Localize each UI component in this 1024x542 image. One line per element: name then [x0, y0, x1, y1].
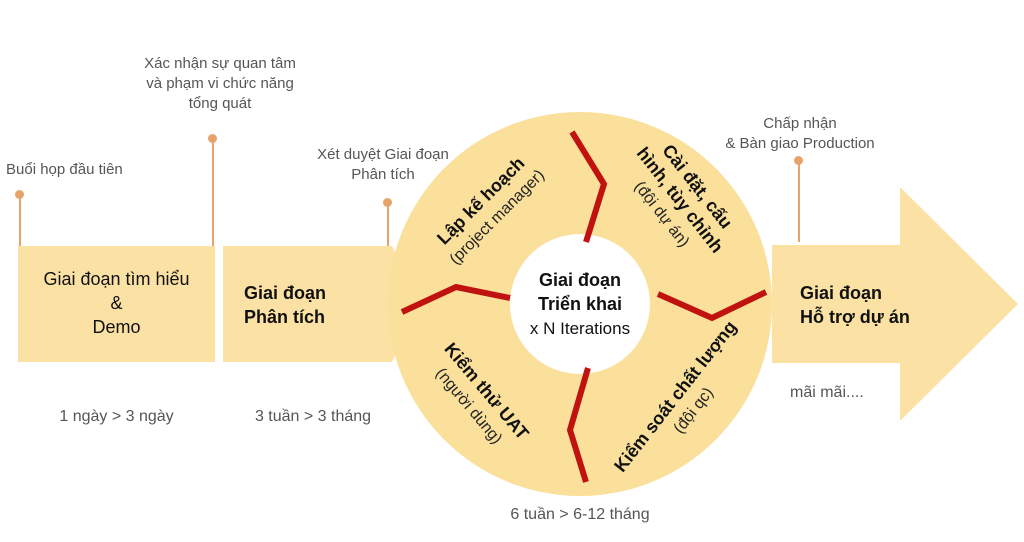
- note-review-analysis-line-2: Phân tích: [351, 166, 415, 183]
- note-review-analysis-line-1: Xét duyệt Giai đoạn: [317, 146, 449, 163]
- divider-right: [656, 289, 768, 322]
- pin-dot-first-meeting: [15, 190, 24, 199]
- pin-dot-review-analysis: [383, 198, 392, 207]
- pin-confirm-interest: [212, 140, 214, 246]
- pin-first-meeting: [19, 198, 21, 246]
- phase-support-arrow: [772, 187, 1018, 421]
- phase-analysis-shape: [223, 246, 420, 362]
- duration-deployment: 6 tuần > 6-12 tháng: [510, 506, 650, 523]
- phase-analysis-line-2: Phân tích: [244, 307, 326, 327]
- note-accept-handover: Chấp nhận & Bàn giao Production: [700, 114, 900, 154]
- note-first-meeting: Buổi họp đầu tiên: [6, 161, 123, 178]
- phase-discovery-line-3: Demo: [92, 317, 141, 337]
- phase-discovery-box: [18, 246, 215, 362]
- phase-analysis-line-1: Giai đoạn: [244, 283, 327, 303]
- note-confirm-interest-line-2: và phạm vi chức năng: [146, 75, 294, 92]
- duration-support: mãi mãi....: [790, 384, 864, 401]
- deployment-center: [510, 234, 650, 374]
- divider-bottom: [566, 367, 591, 483]
- note-accept-handover-line-2: & Bàn giao Production: [725, 135, 875, 152]
- phase-deployment-line-1: Giai đoạn: [539, 270, 621, 290]
- duration-analysis: 3 tuần > 3 tháng: [254, 408, 372, 425]
- note-review-analysis: Xét duyệt Giai đoạn Phân tích: [298, 145, 468, 185]
- phase-discovery-label: Giai đoạn tìm hiểu & Demo: [18, 267, 215, 339]
- phase-discovery-line-1: Giai đoạn tìm hiểu: [43, 269, 190, 289]
- pin-dot-accept-handover: [794, 156, 803, 165]
- pin-review-analysis: [387, 206, 389, 246]
- pin-dot-confirm-interest: [208, 134, 217, 143]
- phase-deployment-line-2: Triển khai: [538, 294, 622, 314]
- phase-analysis-label: Giai đoạn Phân tích: [244, 281, 326, 329]
- note-accept-handover-line-1: Chấp nhận: [763, 115, 837, 132]
- note-confirm-interest: Xác nhận sự quan tâm và phạm vi chức năn…: [120, 54, 320, 114]
- phase-support-line-2: Hỗ trợ dự án: [800, 307, 910, 327]
- duration-discovery: 1 ngày > 3 ngày: [59, 408, 174, 425]
- note-confirm-interest-line-3: tổng quát: [188, 95, 252, 112]
- divider-top: [569, 130, 608, 243]
- phase-deployment-line-3: x N Iterations: [530, 319, 630, 338]
- pin-accept-handover: [798, 162, 800, 242]
- divider-left: [400, 283, 511, 315]
- phase-support-label: Giai đoạn Hỗ trợ dự án: [800, 281, 910, 329]
- phase-discovery-line-2: &: [110, 293, 123, 313]
- note-confirm-interest-line-1: Xác nhận sự quan tâm: [144, 55, 296, 72]
- phase-support-line-1: Giai đoạn: [800, 283, 883, 303]
